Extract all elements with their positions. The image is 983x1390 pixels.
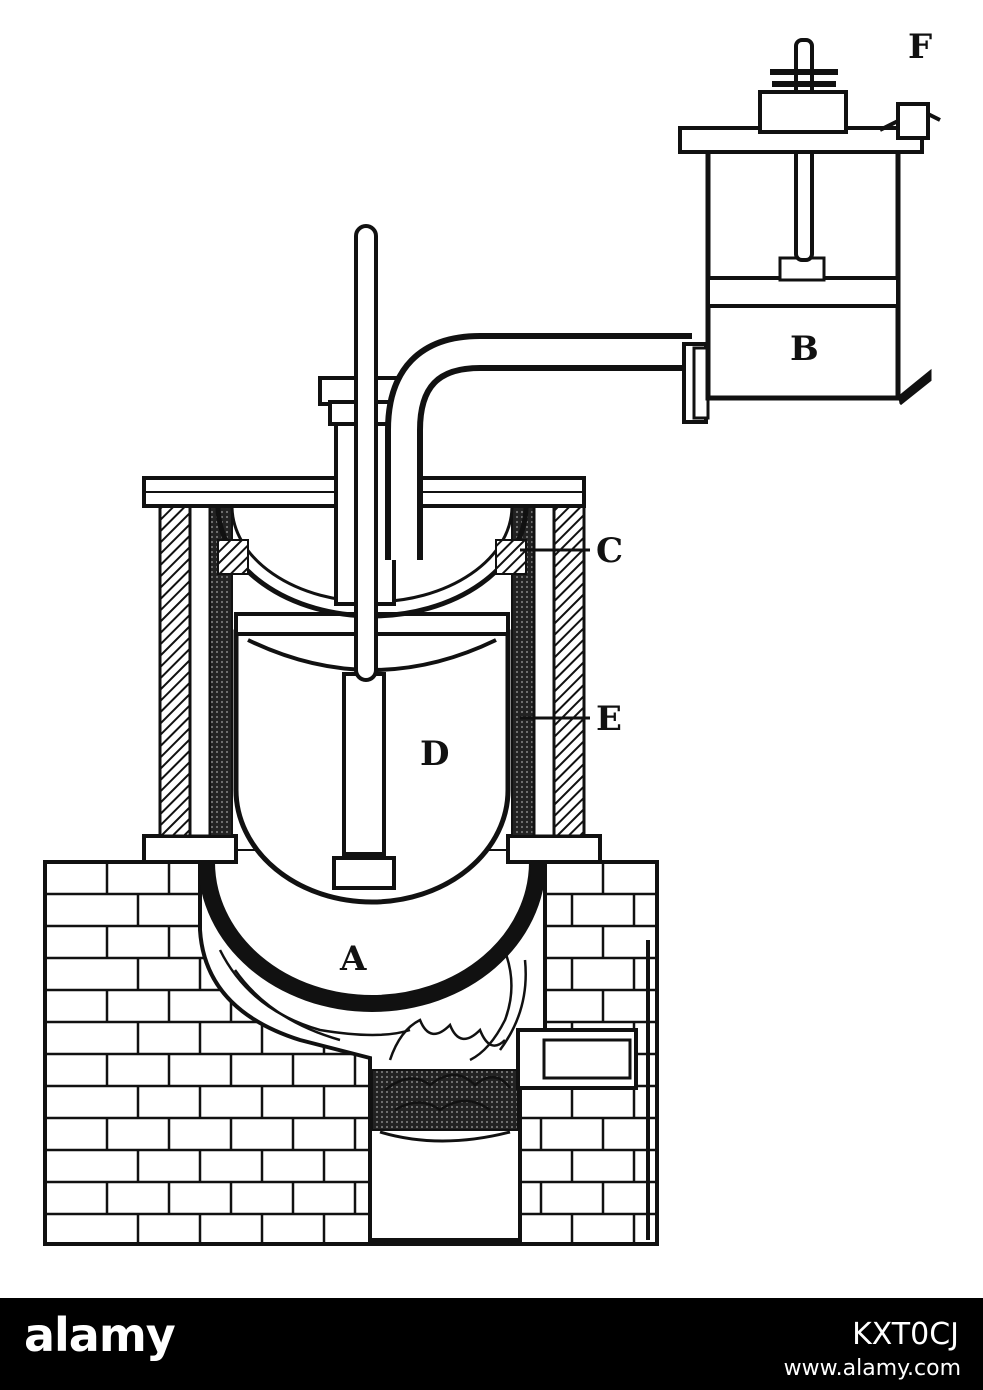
watermark-footer: alamy KXT0CJ www.alamy.com [0, 1298, 983, 1390]
leader-lines [520, 548, 590, 720]
image-id: KXT0CJ [852, 1317, 959, 1352]
label-e: E [596, 699, 622, 739]
label-d: D [420, 734, 449, 774]
inner-vessel-d [233, 612, 511, 905]
cylinder-b [678, 38, 941, 406]
boiler-a [198, 849, 546, 1012]
label-f: F [908, 27, 932, 67]
apparatus-diagram: A B C D E F [43, 27, 941, 1246]
label-a: A [339, 939, 367, 979]
connecting-pipe [385, 333, 710, 560]
outer-cylinder [142, 476, 602, 864]
footer-url: www.alamy.com [783, 1356, 961, 1381]
label-c: C [596, 531, 623, 571]
label-b: B [790, 329, 819, 369]
brand-logo: alamy [24, 1308, 176, 1362]
fire-flames [218, 939, 527, 1112]
fire-door [516, 940, 650, 1240]
diagram-area: A B C D E F [43, 27, 941, 1246]
